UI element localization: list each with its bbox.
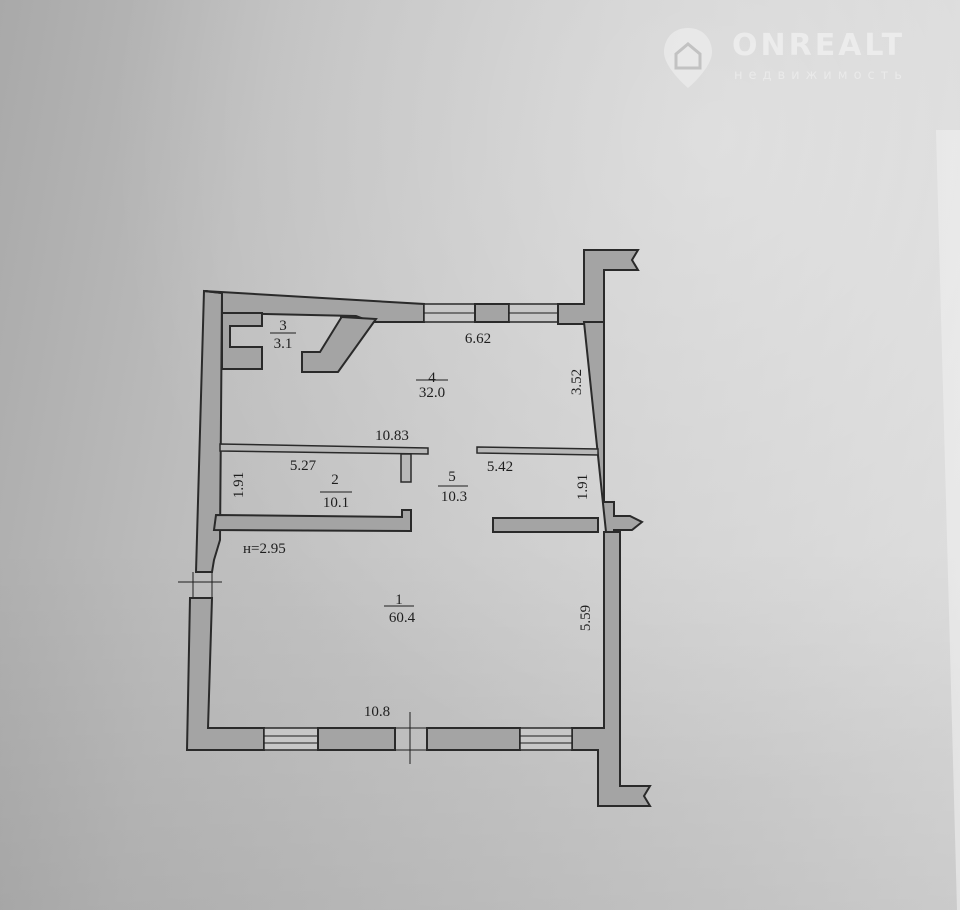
room1-number: 1 (395, 592, 403, 608)
dim-room2-height: 1.91 (231, 472, 247, 498)
wall-room3-diagonal (301, 315, 378, 373)
wall-left-lower (185, 597, 265, 751)
pier-bottom-1 (317, 727, 396, 751)
room2-area: 10.1 (323, 495, 349, 511)
dim-right-room5: 1.91 (575, 474, 591, 500)
watermark-brand: ONREALT (732, 28, 906, 63)
dim-room5-width: 5.42 (487, 459, 513, 475)
window-bottom-1 (263, 727, 319, 751)
pier-bottom-2 (426, 727, 521, 751)
room2-number: 2 (331, 472, 339, 488)
room5-number: 5 (448, 469, 456, 485)
pier-top (474, 303, 510, 323)
partition-stub (400, 453, 412, 483)
ceiling-height: н=2.95 (243, 541, 286, 557)
wall-right (571, 321, 652, 807)
partition-room2-top (219, 443, 429, 455)
wall-room5-bottom (492, 517, 599, 533)
dim-partition: 10.83 (375, 428, 409, 444)
partition-room5-top (476, 446, 599, 456)
dim-right-room1: 5.59 (578, 605, 594, 631)
room4-number: 4 (428, 370, 436, 386)
dim-room2-width: 5.27 (290, 458, 317, 474)
dim-top-room4: 6.62 (465, 331, 491, 347)
pier-top-right (557, 249, 640, 325)
wall-room3-left (221, 312, 263, 370)
room1-area: 60.4 (389, 610, 416, 626)
watermark-subtitle: недвижимость (734, 68, 908, 83)
room3-number: 3 (279, 318, 287, 334)
wall-room2-bottom (212, 509, 412, 533)
location-pin-house-icon (664, 28, 712, 88)
window-bottom-2 (519, 727, 573, 751)
watermark-logo: ONREALT недвижимость (660, 24, 940, 94)
room5-area: 10.3 (441, 489, 467, 505)
room3-area: 3.1 (274, 336, 293, 352)
room4-area: 32.0 (419, 385, 445, 401)
dim-right-room4: 3.52 (569, 369, 585, 395)
dim-bottom-room1: 10.8 (364, 704, 390, 720)
